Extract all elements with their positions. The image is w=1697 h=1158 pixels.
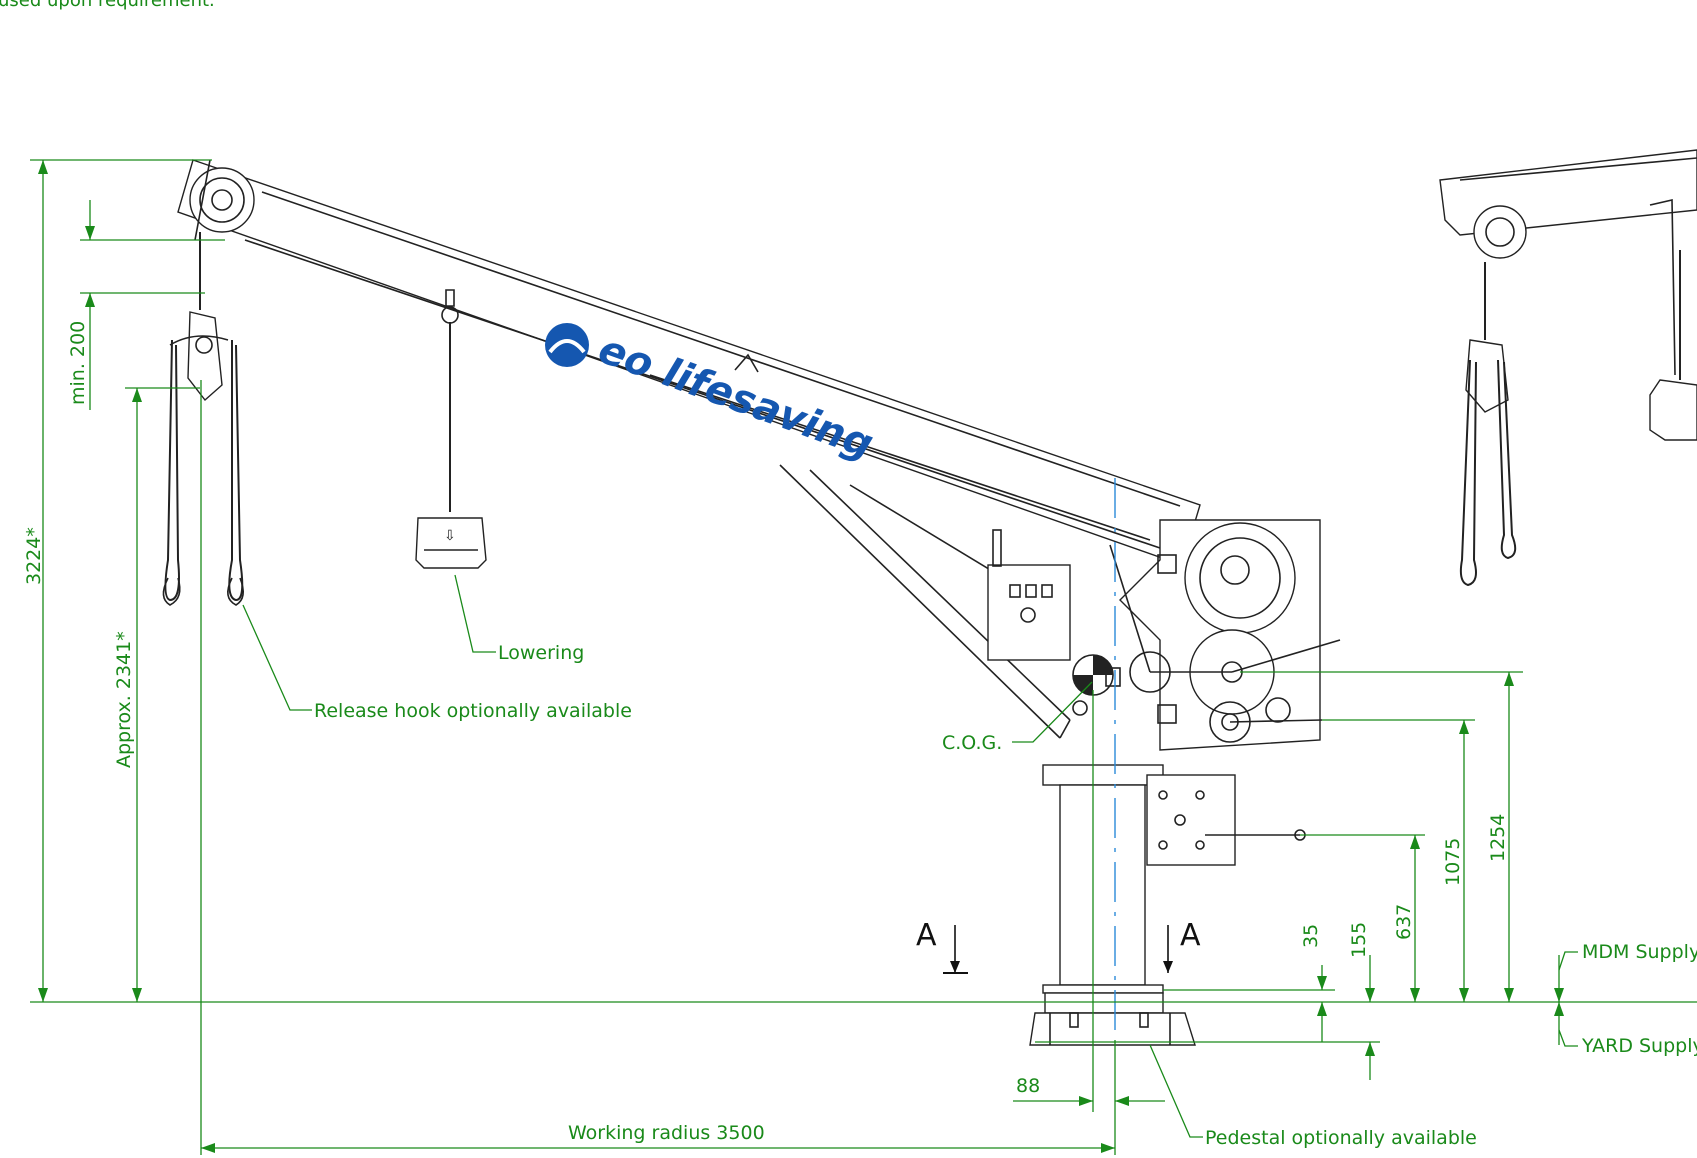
dim-total-height: 3224* xyxy=(23,159,212,1002)
winch-assembly xyxy=(1109,519,1341,751)
yard-supply-label: YARD Supply xyxy=(1581,1035,1697,1057)
side-view xyxy=(1439,149,1697,587)
crane-column xyxy=(1042,764,1306,994)
dim-35-label: 35 xyxy=(1300,924,1322,948)
header-note: used upon requirement. xyxy=(0,0,215,11)
lowering-weight: ⇩ xyxy=(415,289,487,569)
pedestal xyxy=(1029,992,1196,1046)
dim-min-clearance: min. 200 xyxy=(67,200,225,410)
release-hook xyxy=(162,232,244,606)
cog-symbol xyxy=(1072,654,1121,716)
dim-1075-label: 1075 xyxy=(1442,838,1464,886)
dim-155: 155 xyxy=(1348,922,1375,1080)
callout-lowering: Lowering xyxy=(454,574,584,664)
lowering-label: Lowering xyxy=(498,642,584,664)
dim-637: 637 xyxy=(1300,834,1425,1002)
arrow-down-icon: ⇩ xyxy=(444,528,456,544)
dim-3224-label: 3224* xyxy=(23,527,45,585)
dim-200-label: min. 200 xyxy=(67,321,89,405)
callout-cog: C.O.G. xyxy=(942,681,1093,754)
control-box xyxy=(987,529,1071,661)
dim-2341-label: Approx. 2341* xyxy=(113,631,135,768)
dim-1254: 1254 xyxy=(1240,671,1523,1002)
dim-155-label: 155 xyxy=(1348,922,1370,958)
section-markers: A A xyxy=(916,918,1201,974)
cog-label: C.O.G. xyxy=(942,732,1002,754)
dim-637-label: 637 xyxy=(1393,904,1415,940)
dim-working-radius: Working radius 3500 xyxy=(201,1040,1116,1155)
dim-1254-label: 1254 xyxy=(1487,814,1509,862)
release-hook-label: Release hook optionally available xyxy=(314,700,632,722)
logo-mark-icon xyxy=(545,323,589,367)
mdm-supply-label: MDM Supply xyxy=(1582,941,1697,963)
pedestal-label: Pedestal optionally available xyxy=(1205,1127,1477,1149)
dim-3500-label: Working radius 3500 xyxy=(568,1122,765,1144)
dim-offset: 88 xyxy=(1013,690,1165,1112)
dim-88-label: 88 xyxy=(1016,1075,1040,1097)
section-a-right: A xyxy=(1180,918,1201,953)
dim-hook-height: Approx. 2341* xyxy=(113,387,200,1002)
dim-1075: 1075 xyxy=(1322,719,1475,1002)
supply-markers: MDM Supply YARD Supply xyxy=(1554,941,1697,1057)
section-a-left: A xyxy=(916,918,937,953)
callout-pedestal: Pedestal optionally available xyxy=(1149,1044,1477,1149)
crane-boom xyxy=(177,159,1201,566)
callout-release-hook: Release hook optionally available xyxy=(242,604,632,722)
dim-35: 35 xyxy=(1163,924,1335,1042)
